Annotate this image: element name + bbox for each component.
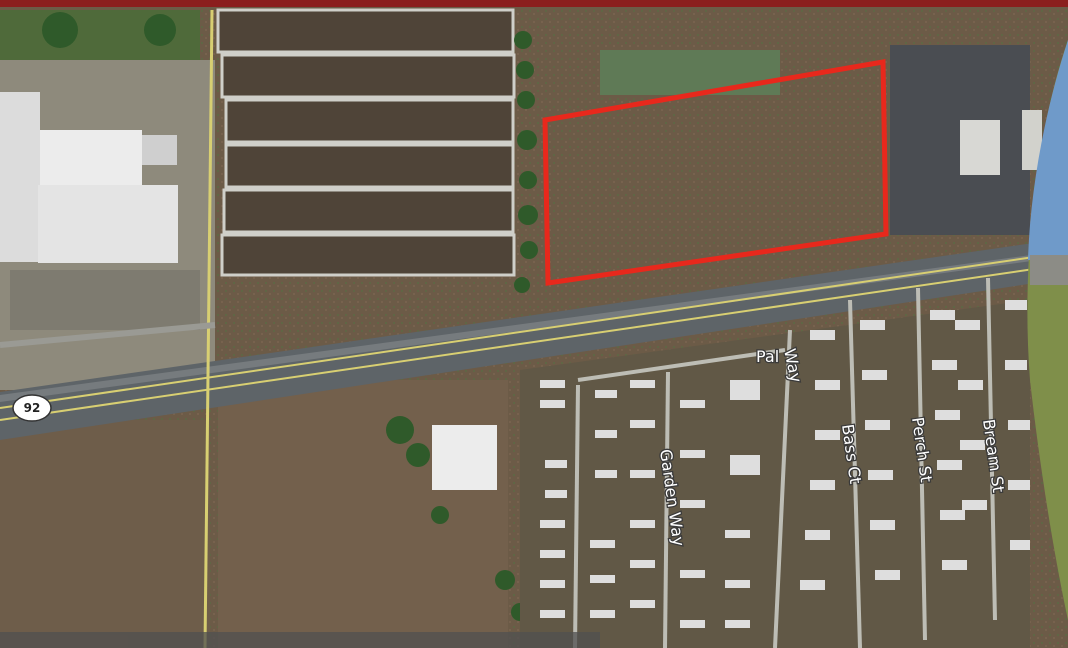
oblique-photo-inset — [1027, 40, 1068, 620]
street-label-pal: Pal — [756, 347, 779, 366]
field-southwest — [0, 420, 210, 648]
bottom-overlay-bar — [0, 632, 600, 648]
field-south — [218, 380, 508, 648]
route-shield-92: 92 — [12, 394, 52, 422]
highway — [0, 9, 1068, 648]
highlighted-parcel-outline[interactable] — [542, 59, 889, 286]
top-frame-band — [0, 0, 1068, 7]
parking-lot — [600, 45, 1042, 235]
route-shield-number: 92 — [24, 401, 41, 415]
mobile-home-park — [432, 277, 1030, 648]
tree-line — [42, 12, 538, 621]
plot-grid — [216, 8, 516, 277]
